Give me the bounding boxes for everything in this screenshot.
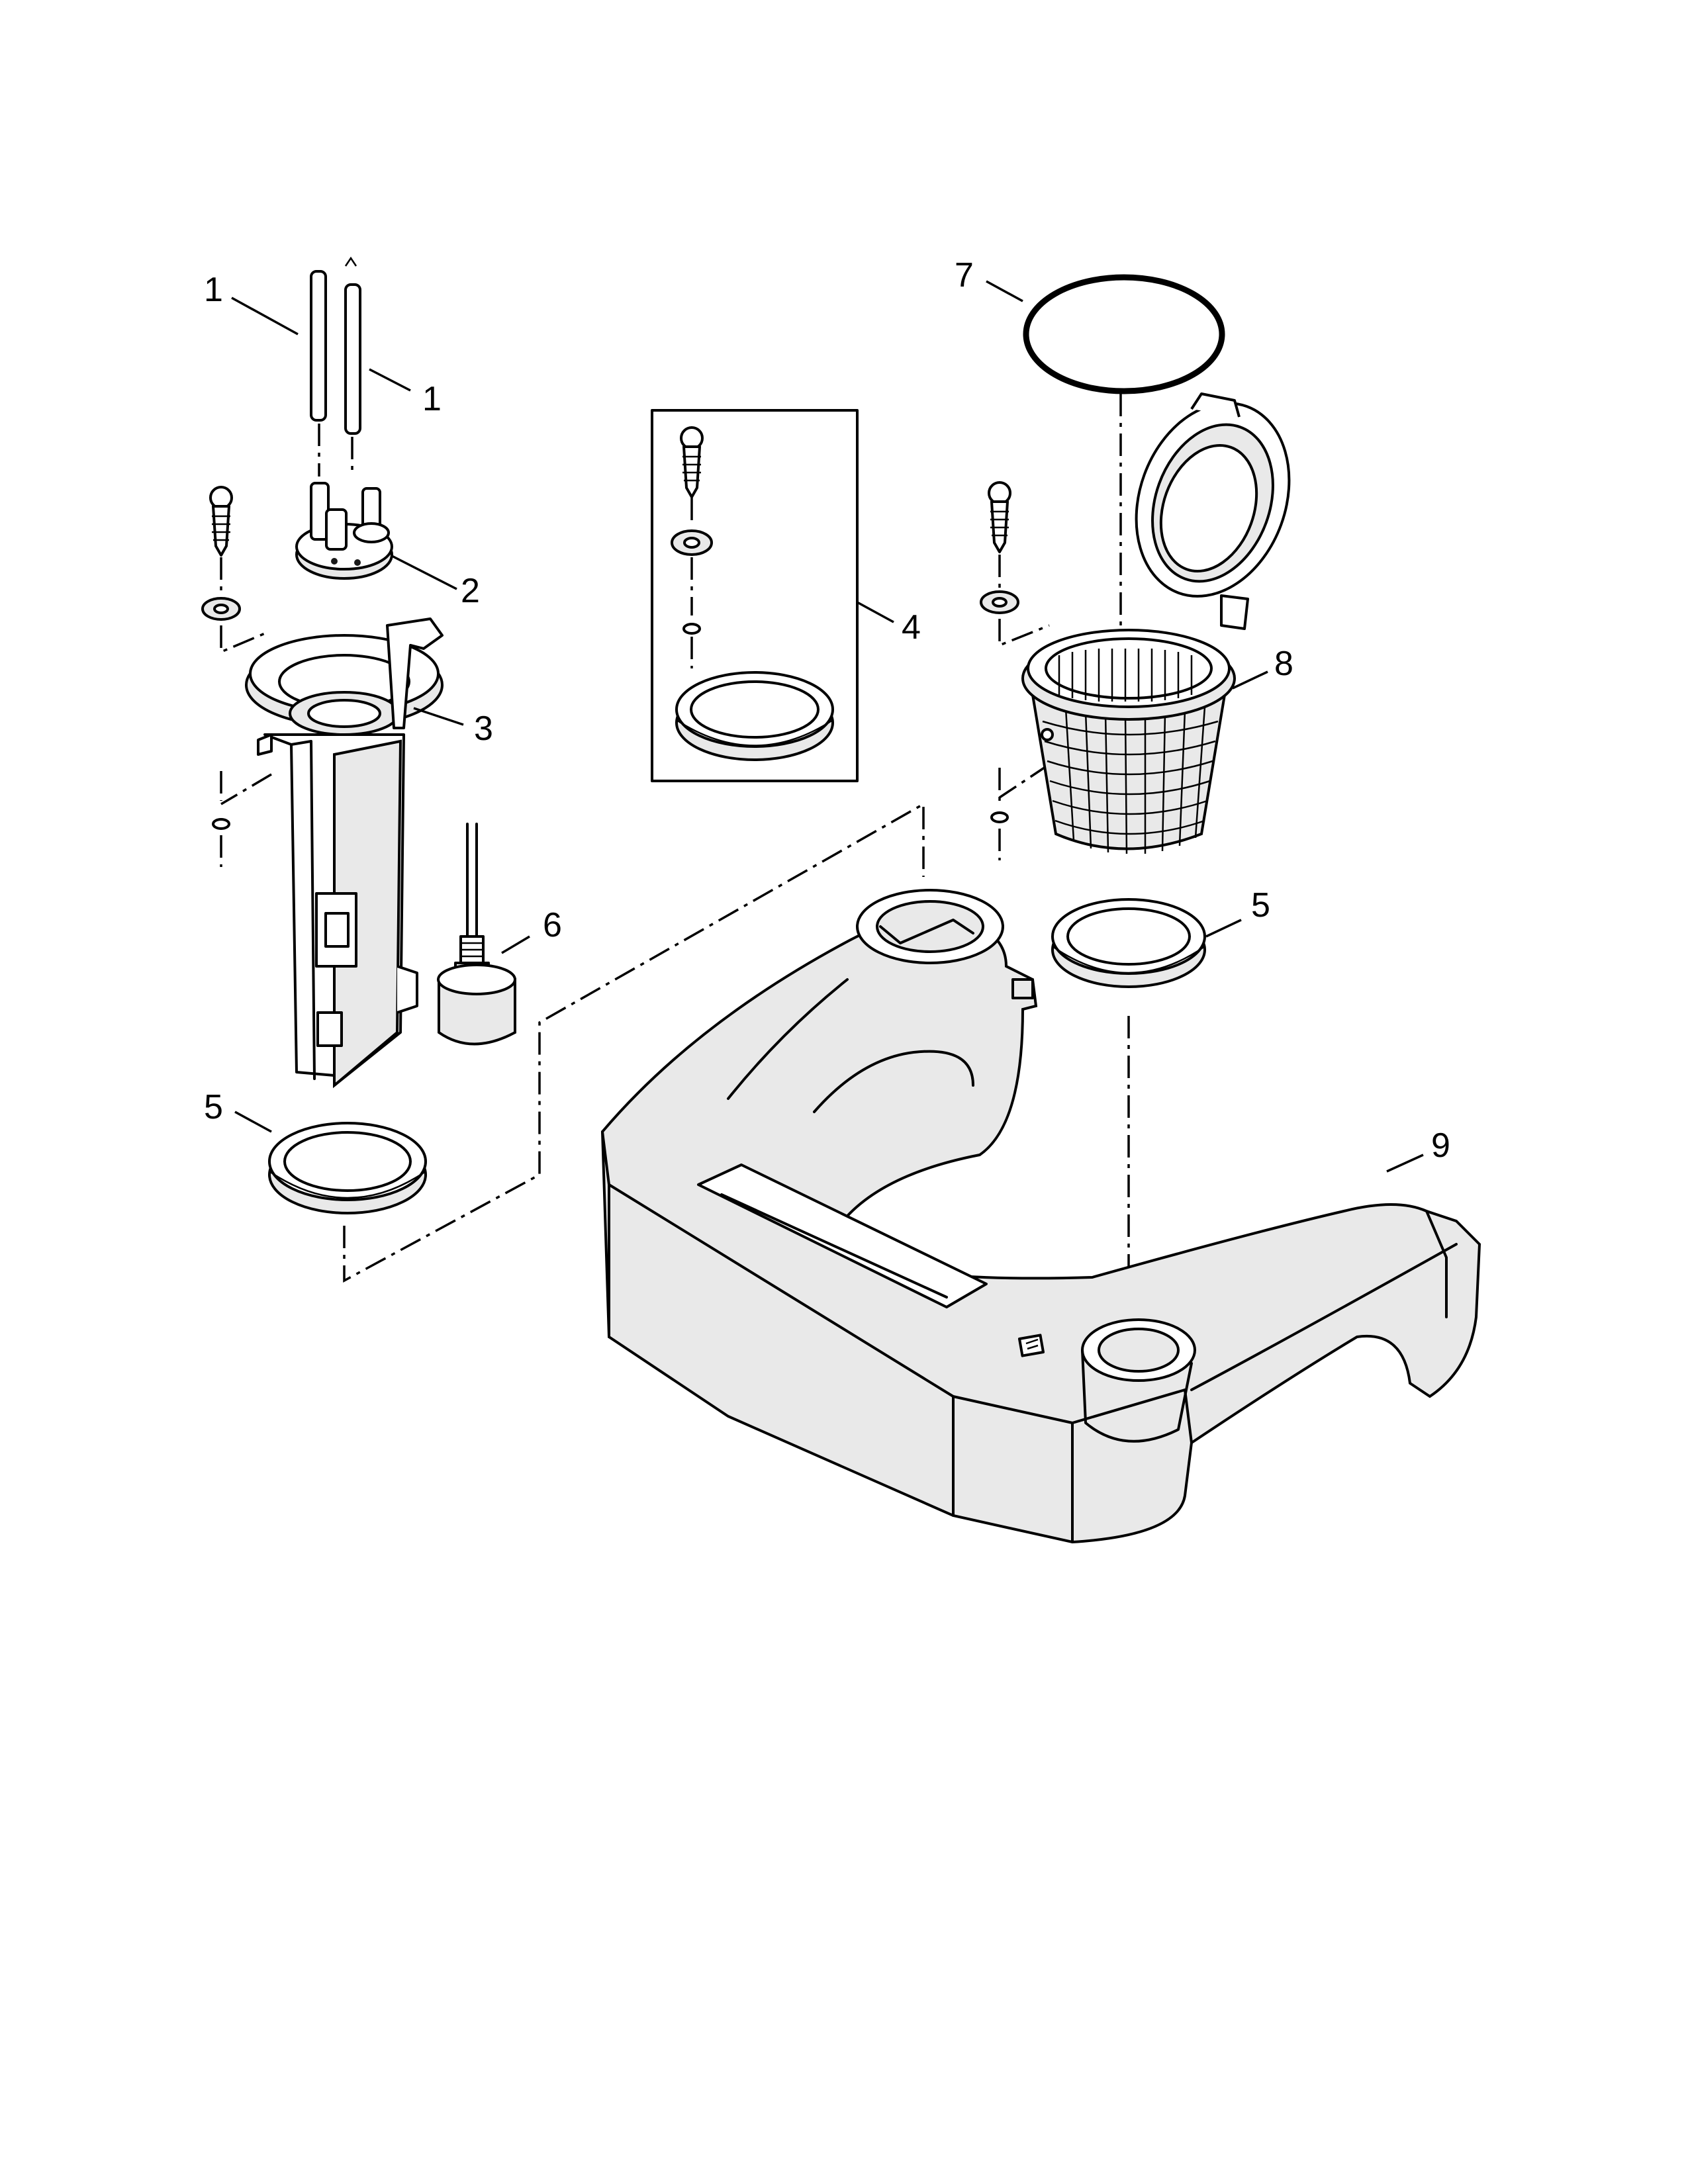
part-5-seal-ring-left	[268, 1122, 427, 1214]
screw-left	[209, 486, 233, 596]
part-3-skimmer-tower	[245, 617, 444, 1089]
o-ring-small-right	[990, 811, 1009, 823]
washer-right	[980, 590, 1019, 614]
part-8-strainer-basket	[1021, 392, 1291, 854]
o-ring-small-left	[212, 818, 230, 830]
callout-9: 9	[1431, 1126, 1450, 1165]
part-1-tubes	[310, 256, 361, 435]
callout-5-right: 5	[1251, 886, 1270, 925]
part-9-base-housing	[600, 889, 1481, 1544]
callout-8: 8	[1274, 645, 1293, 683]
washer-left	[201, 597, 241, 621]
callout-4: 4	[902, 608, 921, 647]
callout-leaders	[231, 280, 1424, 1173]
callout-2: 2	[461, 572, 480, 610]
callout-3: 3	[474, 709, 493, 748]
callout-1-right: 1	[422, 380, 442, 418]
part-5-seal-ring-right	[1051, 898, 1206, 988]
screw-right	[988, 481, 1011, 589]
callout-1-top: 1	[204, 271, 223, 309]
callout-6: 6	[543, 906, 562, 944]
callout-5-left: 5	[204, 1088, 223, 1126]
part-2-tube-connector	[295, 482, 393, 580]
part-6-float	[437, 823, 516, 1046]
callout-7: 7	[955, 256, 974, 295]
part-4-kit-box	[651, 409, 859, 782]
part-7-o-ring	[1023, 274, 1225, 394]
